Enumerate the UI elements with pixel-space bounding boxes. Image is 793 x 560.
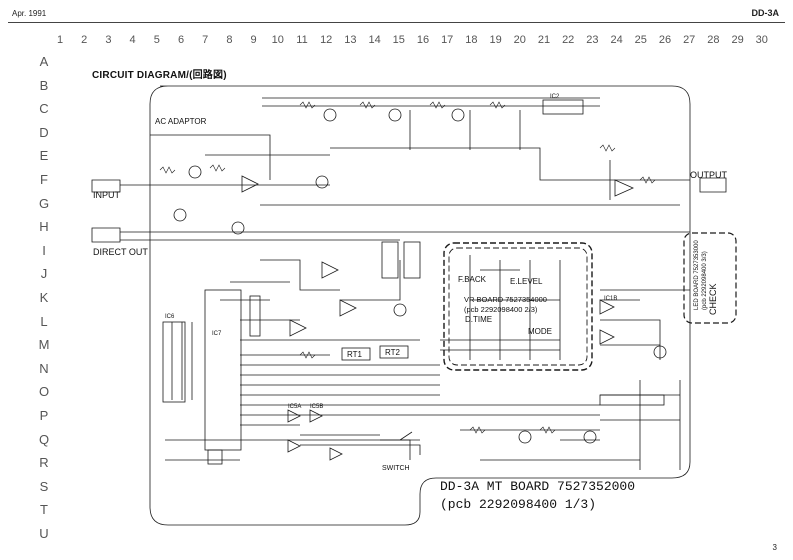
led-board-outline (683, 232, 737, 324)
grid-column-label: 4 (129, 34, 136, 46)
output-label: OUTPUT (690, 170, 728, 180)
grid-column-label: 6 (177, 34, 185, 46)
direct-out-label: DIRECT OUT (93, 247, 148, 257)
grid-column-label: 23 (586, 34, 599, 46)
led-board-label-2: (pcb 2292098400 3/3) (702, 251, 708, 310)
grid-row-label: N (39, 360, 49, 376)
grid-row-label: R (39, 455, 49, 471)
grid-column-label: 9 (250, 34, 257, 46)
ic7-label: IC7 (212, 331, 222, 337)
switch-label: SWITCH (382, 465, 410, 472)
grid-row-label: Q (38, 431, 50, 447)
grid-row-label: J (40, 266, 48, 282)
e-level-label: E.LEVEL (510, 277, 543, 286)
rt1-box (341, 347, 371, 361)
grid-column-label: 19 (489, 34, 502, 46)
mt-board-label-1: DD-3A MT BOARD 7527352000 (440, 479, 635, 494)
grid-column-label: 2 (81, 34, 88, 46)
grid-row-label: F (40, 172, 48, 187)
mt-board-label-2: (pcb 2292098400 1/3) (440, 497, 596, 512)
grid-column-label: 8 (226, 34, 233, 46)
grid-row-label: I (42, 242, 46, 258)
grid-column-label: 14 (368, 34, 381, 46)
grid-column-label: 12 (320, 34, 333, 46)
grid-row-label: A (39, 54, 49, 69)
ic5a-label: IC5A (288, 404, 301, 410)
led-board-label-1: LED BOARD 7527353000 (694, 240, 700, 310)
grid-column-label: 11 (296, 34, 308, 46)
grid-row-label: M (38, 337, 50, 353)
grid-column-label: 22 (562, 34, 575, 46)
vr-board-inner (448, 247, 588, 366)
grid-column-label: 13 (344, 34, 357, 46)
grid-column-label: 20 (513, 34, 526, 46)
rt1-label: RT1 (347, 350, 363, 359)
ic1b-label: IC1B (604, 296, 617, 302)
grid-row-label: T (40, 502, 48, 518)
mt-board-outline (149, 85, 691, 526)
grid-row-label: G (38, 195, 50, 211)
grid-column-label: 10 (271, 34, 284, 46)
input-label: INPUT (93, 190, 121, 200)
grid-column-label: 24 (610, 34, 623, 46)
vr-board-label-2: (pcb 2292098400 2/3) (464, 305, 538, 314)
grid-row-label: U (39, 526, 49, 541)
header-rule (8, 22, 785, 23)
vr-board-label-1: VR BOARD 7527354000 (464, 295, 547, 304)
grid-row-label: B (39, 77, 49, 93)
d-time-label: D.TIME (465, 315, 492, 324)
grid-column-label: 16 (416, 34, 430, 46)
rt2-label: RT2 (385, 348, 401, 357)
f-back-label: F.BACK (458, 275, 487, 284)
header-date: Apr. 1991 (12, 9, 47, 18)
grid-row-label: L (40, 313, 48, 329)
grid-row-label: K (39, 290, 49, 305)
grid-row-label: C (39, 101, 49, 117)
ic6-label: IC6 (165, 314, 175, 320)
ic2-label: IC2 (550, 94, 560, 100)
grid-row-label: H (39, 219, 49, 235)
grid-row-label: P (39, 408, 49, 423)
grid-row-label: O (38, 384, 50, 400)
grid-column-label: 15 (392, 34, 405, 46)
grid-row-label: D (39, 124, 49, 140)
ac-adaptor-label: AC ADAPTOR (155, 117, 207, 126)
grid-column-label: 18 (465, 34, 478, 46)
grid-column-label: 25 (634, 34, 647, 46)
grid-column-label: 3 (105, 34, 112, 46)
grid-row-label: E (39, 148, 49, 164)
rt2-box (379, 345, 409, 359)
grid-column-label: 7 (202, 34, 209, 46)
diagram-title: CIRCUIT DIAGRAM/(回路図) (92, 70, 227, 81)
grid-column-label: 17 (441, 34, 454, 46)
vr-board-outline (443, 242, 593, 371)
grid-column-label: 30 (755, 34, 768, 46)
mode-label: MODE (528, 327, 552, 336)
grid-column-label: 26 (658, 34, 672, 46)
grid-column-label: 29 (731, 34, 744, 46)
grid-column-label: 1 (56, 34, 64, 46)
header-model: DD-3A (751, 8, 779, 18)
grid-column-label: 27 (683, 34, 696, 46)
check-label: CHECK (708, 283, 718, 315)
ic5b-label: IC5B (310, 404, 323, 410)
page-number: 3 (772, 543, 777, 552)
grid-row-label: S (39, 478, 49, 494)
grid-column-label: 28 (707, 34, 720, 46)
grid-column-label: 21 (537, 34, 551, 46)
grid-column-label: 5 (153, 34, 160, 46)
